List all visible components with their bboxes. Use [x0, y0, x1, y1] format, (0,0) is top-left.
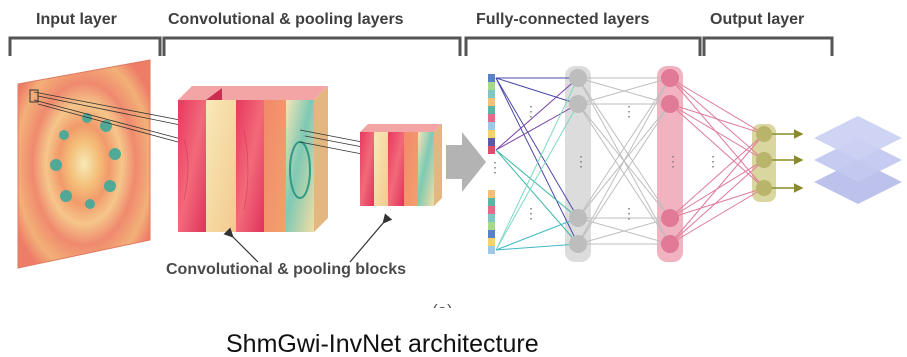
blocks-label: Convolutional & pooling blocks — [166, 261, 406, 278]
svg-text:⋮: ⋮ — [622, 205, 636, 221]
conv-block-2 — [360, 124, 442, 206]
figure-caption: ShmGwi-InvNet architecture — [226, 330, 539, 357]
svg-text:⋮: ⋮ — [488, 159, 502, 175]
blocks-pointer-1 — [223, 227, 259, 263]
header-input-layer: Input layer — [36, 11, 117, 28]
hidden-layer-1-neurons: ⋮ — [569, 69, 588, 253]
bracket-output — [702, 36, 834, 56]
header-conv-pooling-layers: Convolutional & pooling layers — [168, 11, 404, 28]
fc-connections-out — [669, 77, 765, 245]
svg-text:⋮: ⋮ — [706, 153, 720, 169]
output-planes — [814, 116, 902, 204]
svg-text:⋮: ⋮ — [666, 153, 680, 169]
flatten-arrow — [446, 132, 486, 192]
fc-connections-in — [495, 77, 579, 251]
fc-connections-hidden — [577, 77, 671, 245]
hidden-layer-2-neurons: ⋮ — [661, 69, 680, 253]
svg-text:⋮: ⋮ — [622, 103, 636, 119]
header-fully-connected-layers: Fully-connected layers — [476, 11, 649, 28]
conv-to-conv-lines — [299, 129, 369, 155]
svg-text:⋮: ⋮ — [574, 153, 588, 169]
blocks-pointer-2 — [349, 213, 393, 263]
label-crop-mask — [400, 308, 520, 322]
conv-block-1 — [178, 86, 328, 232]
bracket-input — [8, 36, 162, 56]
svg-text:⋮: ⋮ — [524, 205, 538, 221]
output-neurons — [756, 126, 772, 196]
input-to-conv-lines — [33, 91, 201, 149]
input-image — [17, 59, 151, 269]
bracket-conv — [162, 36, 462, 56]
svg-text:⋮: ⋮ — [524, 103, 538, 119]
flatten-vector: ⋮ — [488, 74, 502, 254]
bracket-fc — [464, 36, 702, 56]
header-output-layer: Output layer — [710, 11, 804, 28]
output-arrows — [772, 129, 804, 193]
